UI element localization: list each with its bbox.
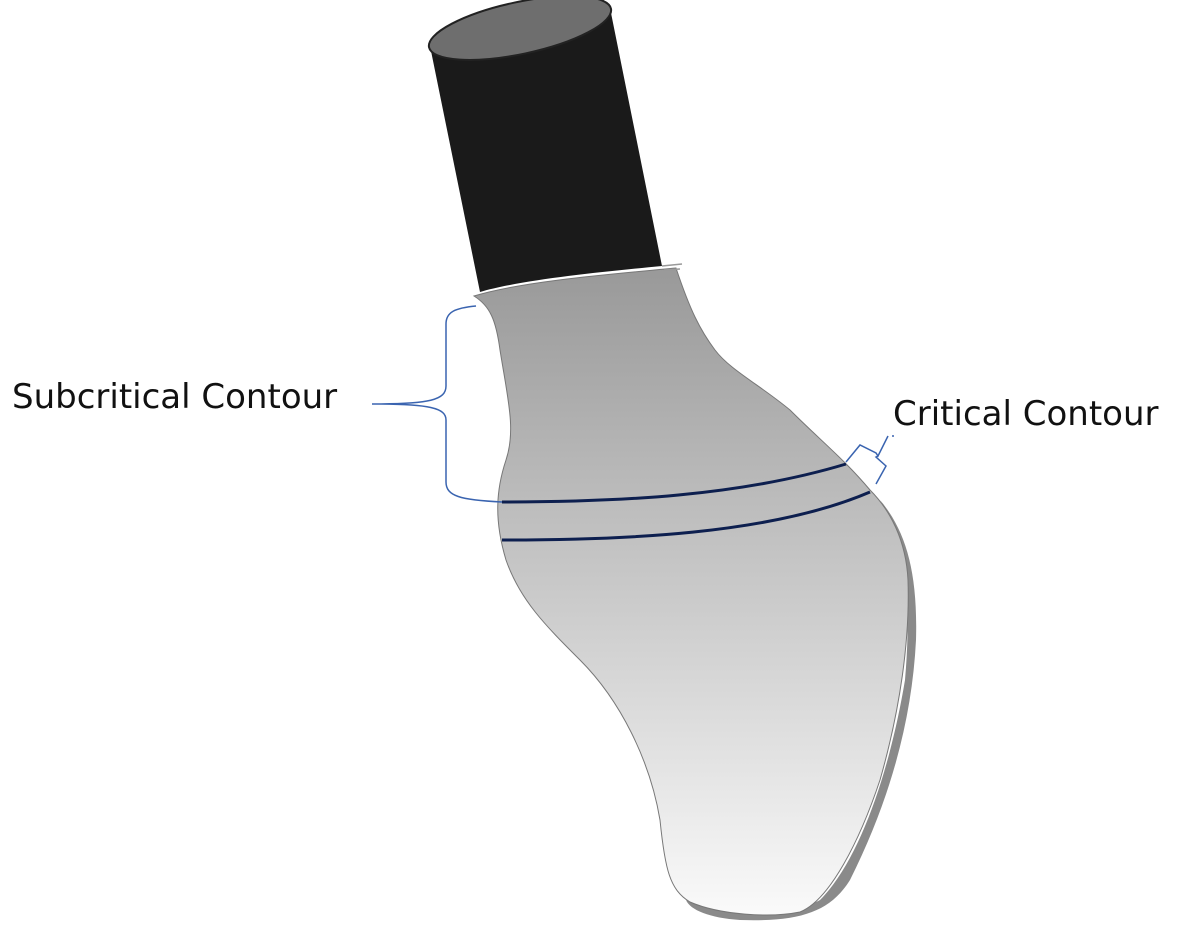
abutment-post [430, 8, 662, 292]
crown [472, 267, 909, 916]
subcritical-contour-label: Subcritical Contour [12, 377, 338, 417]
critical-bracket [845, 435, 889, 485]
critical-contour-label: Critical Contour [893, 394, 1159, 434]
margin-ticks [661, 263, 683, 271]
subcritical-bracket [371, 305, 503, 503]
abutment-top [427, 0, 613, 61]
critical-contour-upper-line [501, 462, 847, 504]
critical-contour-lower-line [501, 490, 871, 542]
bracket-dot [892, 435, 894, 437]
